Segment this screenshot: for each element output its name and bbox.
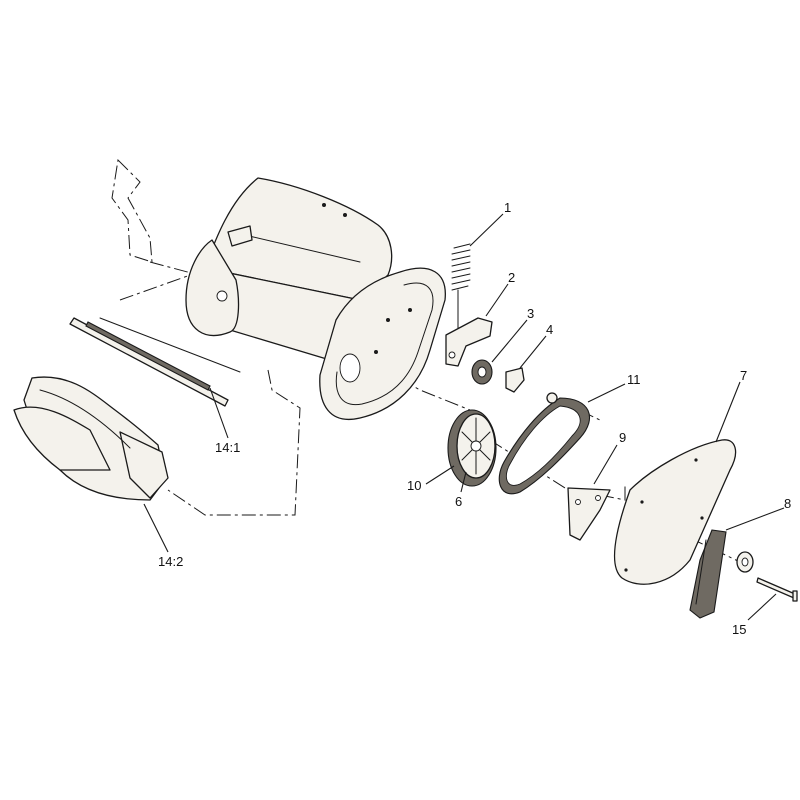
- housing-rivet: [408, 308, 412, 312]
- callout-4: 4: [546, 322, 553, 337]
- bolt-head: [792, 590, 798, 602]
- leader-9: [593, 444, 618, 485]
- belt-guide-edge: [695, 539, 707, 605]
- callout-14-1: 14:1: [215, 440, 240, 455]
- phantom-line: [599, 485, 626, 501]
- leader-7: [715, 381, 741, 443]
- idler-arm-pivot: [448, 351, 456, 359]
- mounting-bolt: [756, 577, 798, 602]
- spring-coils: [451, 243, 471, 291]
- belt-guide-washer-bore: [741, 557, 749, 567]
- phantom-handle-outline: [111, 158, 153, 263]
- callout-2: 2: [508, 270, 515, 285]
- impeller-hub: [119, 431, 169, 499]
- cover-screw: [640, 500, 644, 504]
- callout-14-2: 14:2: [158, 554, 183, 569]
- housing-rivet: [343, 213, 347, 217]
- leader-15: [747, 593, 777, 621]
- support-bracket-hole: [575, 499, 581, 505]
- callout-3: 3: [527, 306, 534, 321]
- idler-pulley-bore: [477, 366, 487, 378]
- leader-10: [425, 465, 455, 485]
- leader-11: [587, 383, 626, 403]
- phantom-line: [149, 261, 226, 283]
- callout-6: 6: [455, 494, 462, 509]
- idler-arm-plate: [445, 317, 493, 367]
- bolt-shank: [756, 577, 796, 599]
- large-pulley-hub: [470, 440, 482, 452]
- belt-guide: [689, 529, 754, 619]
- cover-screw: [700, 516, 704, 520]
- shaft-sleeve: [85, 321, 211, 391]
- leader-4: [519, 335, 547, 369]
- drive-belt: [498, 392, 591, 495]
- callout-9: 9: [619, 430, 626, 445]
- support-bracket-hole: [595, 495, 601, 501]
- impeller: [13, 376, 169, 501]
- small-bracket-plate: [505, 367, 525, 393]
- support-bracket-plate: [567, 487, 611, 541]
- housing-rivet: [322, 203, 326, 207]
- idler-arm: [445, 317, 493, 367]
- phantom-line: [167, 369, 301, 516]
- idler-pulley: [471, 359, 493, 385]
- housing-shaft-opening: [339, 353, 361, 383]
- leader-lines: [143, 213, 785, 621]
- small-bracket: [505, 367, 525, 393]
- cover-screw: [624, 568, 628, 572]
- housing-belt-case-rim: [335, 282, 434, 406]
- leader-14-2: [143, 503, 169, 553]
- leader-6: [460, 471, 467, 493]
- callout-15: 15: [732, 622, 746, 637]
- tension-spring: [451, 243, 471, 331]
- housing: [185, 177, 446, 420]
- callout-labels: 1 2 3 4 6 7 8 9 10 11 14:1 14:2 15: [158, 200, 791, 637]
- leader-1: [469, 213, 504, 247]
- housing-fold-line: [231, 231, 361, 263]
- belt-cover: [613, 439, 737, 585]
- housing-rivet: [386, 318, 390, 322]
- cover-screw: [694, 458, 698, 462]
- belt-cover-plate: [613, 439, 737, 585]
- belt-drive-pulley: [546, 392, 558, 404]
- drive-shaft: [69, 317, 241, 407]
- callout-10: 10: [407, 478, 421, 493]
- large-pulley: [447, 409, 497, 487]
- housing-bearing-hole: [216, 290, 228, 302]
- callout-8: 8: [784, 496, 791, 511]
- housing-left-side-plate: [185, 239, 240, 337]
- leader-14-1: [209, 387, 229, 439]
- callout-7: 7: [740, 368, 747, 383]
- leader-2: [485, 283, 509, 317]
- support-bracket: [567, 487, 611, 541]
- belt-inner: [505, 405, 581, 486]
- leader-3: [491, 319, 528, 363]
- callout-1: 1: [504, 200, 511, 215]
- leader-8: [725, 507, 785, 531]
- impeller-blade-edge: [39, 389, 131, 449]
- shaft-guide-line: [99, 317, 241, 373]
- housing-back-panel: [204, 177, 393, 301]
- belt-guide-body: [689, 529, 727, 619]
- housing-bracket: [227, 225, 253, 247]
- impeller-blade-front: [13, 406, 111, 471]
- housing-rivet: [374, 350, 378, 354]
- callout-11: 11: [627, 372, 641, 387]
- phantom-line: [224, 281, 471, 411]
